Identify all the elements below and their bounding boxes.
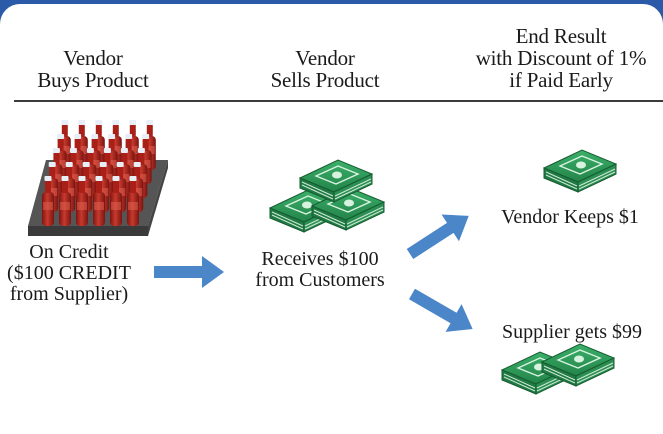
money-stack-icon bbox=[543, 149, 617, 193]
arrow-right-icon bbox=[154, 256, 224, 288]
header-divider bbox=[14, 100, 663, 102]
ketchup-crate-icon bbox=[28, 120, 168, 236]
arrow-down-right-icon bbox=[404, 280, 481, 343]
money-stack-icon bbox=[269, 159, 385, 233]
money-stack-icon bbox=[501, 343, 615, 395]
arrow-up-right-icon bbox=[401, 202, 478, 268]
label-supplier-gets: Supplier gets $99 bbox=[502, 321, 642, 343]
label-vendor-keeps: Vendor Keeps $1 bbox=[501, 206, 639, 228]
